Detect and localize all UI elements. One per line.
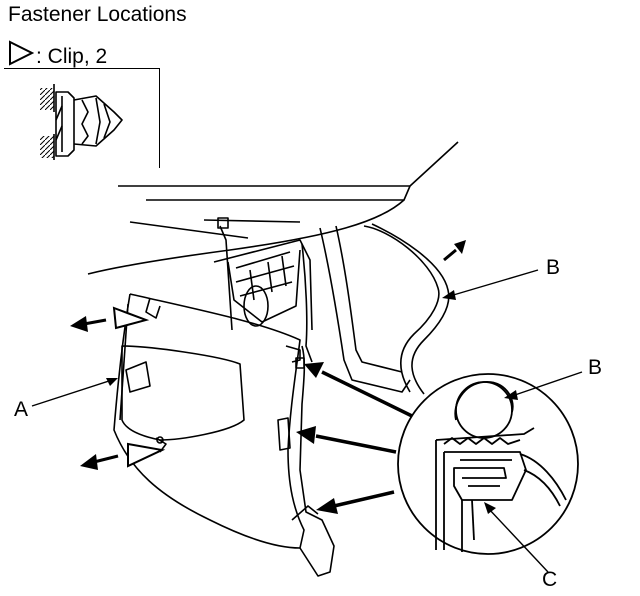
- triangle-outline-icon: [8, 40, 35, 74]
- removal-arrow-icon: [70, 240, 466, 470]
- weatherstrip-detail: [397, 373, 579, 555]
- page-title: Fastener Locations: [8, 3, 187, 26]
- pointer-arrow: [296, 362, 413, 514]
- legend-label: : Clip, 2: [36, 45, 108, 68]
- clip-marker-triangle: [112, 306, 166, 468]
- vehicle-body-lines: [87, 141, 459, 395]
- clip-legend: : Clip, 2: [8, 40, 107, 68]
- callout-b-upper: B: [546, 256, 561, 279]
- clip-illustration: [40, 84, 123, 160]
- callout-a: A: [14, 398, 29, 421]
- callout-b-detail: B: [588, 356, 603, 379]
- leader-line: [31, 269, 583, 573]
- clip-detail-inset: [4, 68, 160, 168]
- callout-c: C: [542, 568, 558, 591]
